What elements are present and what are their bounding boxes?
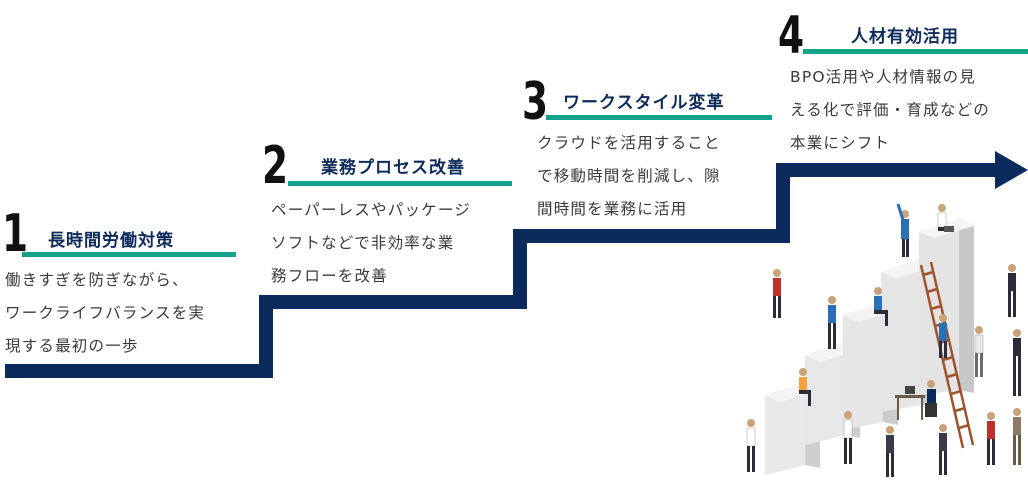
step-number: 4 — [778, 6, 805, 66]
step-underline — [546, 115, 772, 120]
step-number: 1 — [2, 204, 29, 264]
business-people-illustration — [746, 203, 1021, 477]
step-description: BPO活用や人材情報の見える化で評価・育成などの本業にシフト — [790, 68, 990, 152]
step-title: ワークスタイル変革 — [563, 93, 725, 113]
step-description: クラウドを活用することで移動時間を削減し、隙間時間を業務に活用 — [537, 134, 721, 218]
step-title: 人材有効活用 — [851, 27, 959, 47]
step-underline — [288, 181, 512, 186]
step-title: 業務プロセス改善 — [321, 158, 465, 178]
step-underline — [22, 252, 236, 257]
people — [746, 203, 1021, 477]
step-description: 働きすぎを防ぎながら、ワークライフバランスを実現する最初の一歩 — [5, 271, 206, 355]
step-underline — [803, 49, 1028, 54]
step-number: 3 — [522, 72, 549, 132]
step-description: ペーパーレスやパッケージソフトなどで非効率な業務フローを改善 — [271, 201, 471, 285]
step-number: 2 — [262, 136, 289, 196]
step-title: 長時間労働対策 — [48, 231, 174, 251]
